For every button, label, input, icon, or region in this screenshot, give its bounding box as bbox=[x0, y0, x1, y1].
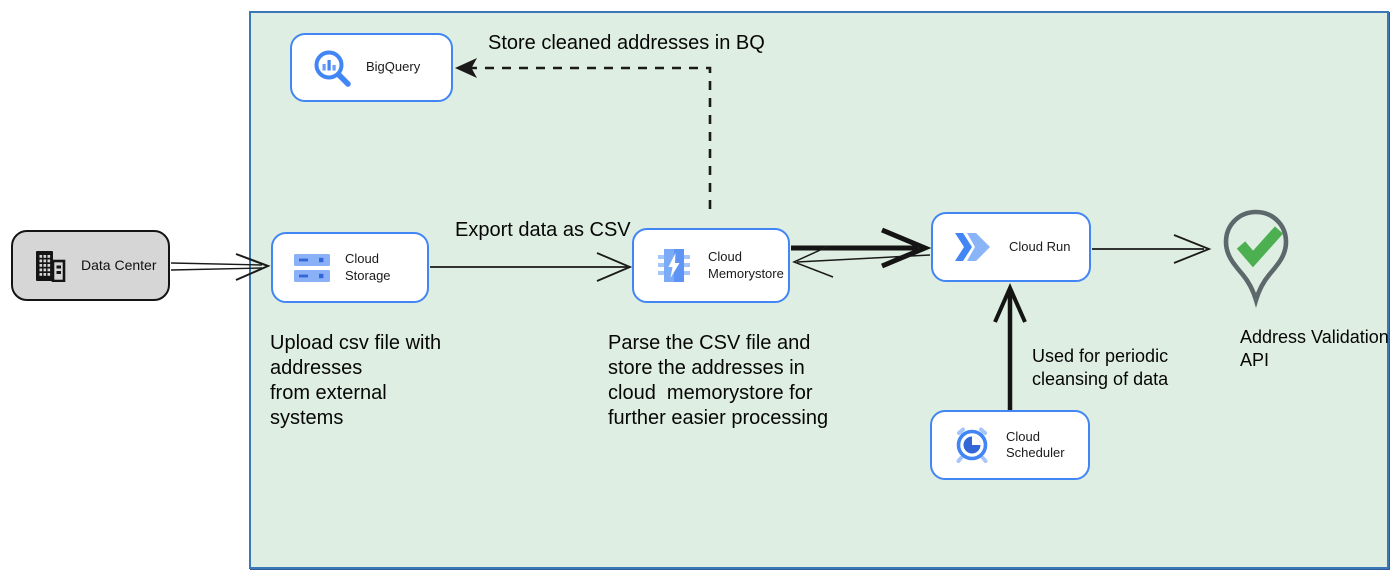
edge-label-store-bq: Store cleaned addresses in BQ bbox=[488, 32, 765, 54]
node-label-cloud-storage: Cloud Storage bbox=[345, 251, 391, 283]
node-label-data-center: Data Center bbox=[81, 256, 157, 273]
gcp-boundary-container bbox=[249, 11, 1389, 569]
node-label-cloud-run: Cloud Run bbox=[1009, 238, 1071, 254]
cloud-run-chevrons-icon bbox=[953, 231, 995, 263]
bigquery-magnifier-chart-icon bbox=[312, 48, 352, 88]
memorystore-chip-bolt-icon bbox=[654, 247, 694, 285]
building-icon bbox=[33, 250, 67, 282]
node-data-center: Data Center bbox=[11, 230, 170, 301]
label-address-validation-api: Address Validation API bbox=[1240, 327, 1389, 370]
node-cloud-scheduler: Cloud Scheduler bbox=[930, 410, 1090, 480]
annotation-parse-note: Parse the CSV file and store the address… bbox=[608, 332, 829, 429]
node-cloud-storage: Cloud Storage bbox=[271, 232, 429, 303]
node-label-bigquery: BigQuery bbox=[366, 59, 421, 75]
annotation-upload-note: Upload csv file with addresses from exte… bbox=[270, 332, 442, 429]
edge-label-periodic-cleansing: Used for periodic cleansing of data bbox=[1032, 346, 1169, 389]
node-cloud-run: Cloud Run bbox=[931, 212, 1091, 282]
storage-buckets-icon bbox=[293, 253, 331, 283]
scheduler-alarm-clock-icon bbox=[952, 425, 992, 465]
node-label-cloud-scheduler: Cloud Scheduler bbox=[1006, 428, 1065, 460]
node-bigquery: BigQuery bbox=[290, 33, 453, 102]
edge-label-export-csv: Export data as CSV bbox=[455, 219, 631, 241]
node-cloud-memorystore: Cloud Memorystore bbox=[632, 228, 790, 303]
node-label-cloud-memorystore: Cloud Memorystore bbox=[708, 249, 784, 281]
map-pin-checkmark-icon bbox=[1219, 206, 1293, 313]
